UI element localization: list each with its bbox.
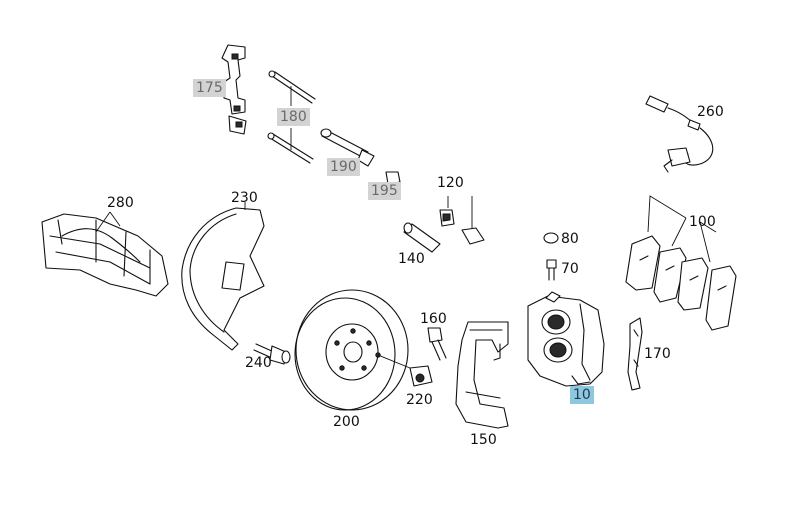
callout-80[interactable]: 80 xyxy=(561,231,579,247)
part-150-carrier-drawing xyxy=(455,321,509,429)
callout-240[interactable]: 240 xyxy=(245,355,272,371)
part-100-pads-drawing xyxy=(625,195,737,331)
part-280-air-guide-drawing xyxy=(41,211,169,297)
part-80-cap-drawing xyxy=(543,232,559,244)
callout-220[interactable]: 220 xyxy=(406,392,433,408)
callout-175[interactable]: 175 xyxy=(193,79,226,97)
part-160-bolt-drawing xyxy=(427,327,447,361)
callout-280[interactable]: 280 xyxy=(107,195,134,211)
callout-200[interactable]: 200 xyxy=(333,414,360,430)
callout-195[interactable]: 195 xyxy=(368,182,401,200)
part-200-disc-drawing xyxy=(294,289,411,411)
part-180-pins-drawing xyxy=(267,70,316,164)
callout-170[interactable]: 170 xyxy=(644,346,671,362)
part-10-caliper-drawing xyxy=(527,291,605,387)
part-170-clip-drawing xyxy=(627,317,643,391)
part-70-bleeder-drawing xyxy=(546,259,557,281)
callout-230[interactable]: 230 xyxy=(231,190,258,206)
callout-10-highlighted[interactable]: 10 xyxy=(570,386,594,404)
part-240-bolt-drawing xyxy=(253,343,291,365)
part-120-bushings-drawing xyxy=(439,196,485,245)
part-140-sleeve-drawing xyxy=(403,222,441,253)
callout-160[interactable]: 160 xyxy=(420,311,447,327)
callout-70[interactable]: 70 xyxy=(561,261,579,277)
callout-140[interactable]: 140 xyxy=(398,251,425,267)
callout-180[interactable]: 180 xyxy=(277,108,310,126)
callout-120[interactable]: 120 xyxy=(437,175,464,191)
part-220-screw-drawing xyxy=(409,365,433,387)
part-175-clip-drawing xyxy=(221,44,247,135)
callout-260[interactable]: 260 xyxy=(697,104,724,120)
callout-150[interactable]: 150 xyxy=(470,432,497,448)
callout-190[interactable]: 190 xyxy=(327,158,360,176)
part-260-sensor-drawing xyxy=(645,95,714,173)
part-230-splash-shield-drawing xyxy=(181,202,265,351)
part-190-bolt-drawing xyxy=(320,128,375,167)
callout-100[interactable]: 100 xyxy=(689,214,716,230)
